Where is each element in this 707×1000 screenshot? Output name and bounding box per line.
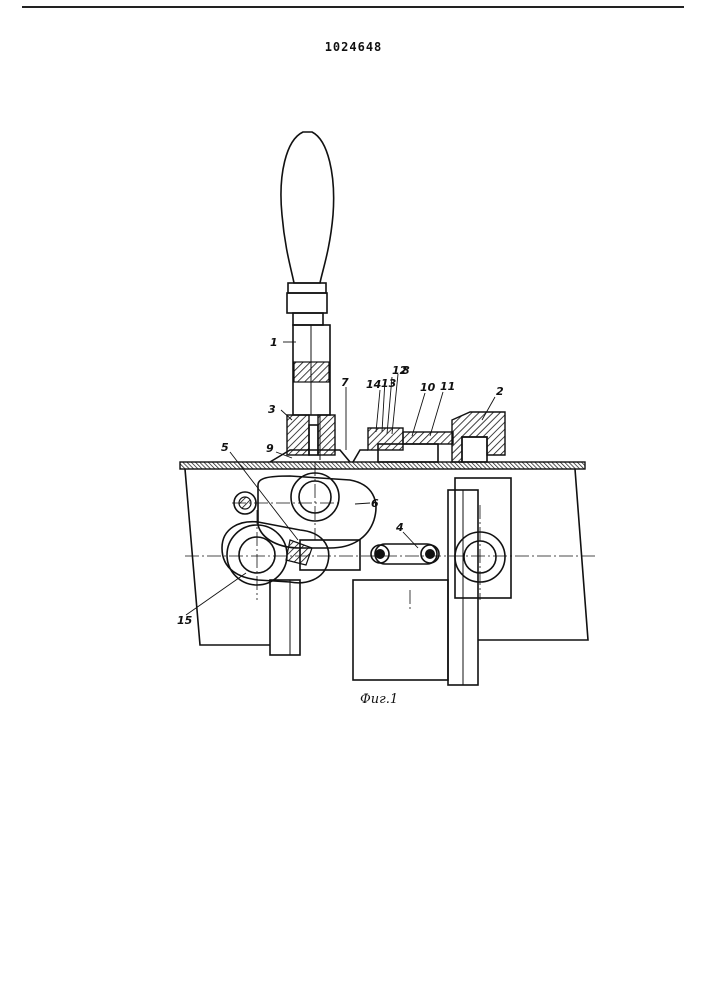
seal-assembly — [353, 428, 453, 462]
callout-15: 15 — [177, 614, 193, 627]
handle-knob — [281, 132, 334, 325]
callout-5: 5 — [221, 441, 229, 454]
center-lines — [185, 462, 598, 610]
callout-4: 4 — [395, 521, 404, 534]
callout-10: 10 — [420, 381, 436, 394]
connecting-rod-part-4 — [371, 544, 439, 564]
callout-1: 1 — [270, 336, 278, 349]
figure-caption: Фиг.1 — [360, 692, 398, 707]
cap-block-part-2 — [452, 412, 505, 462]
callout-3: 3 — [268, 403, 276, 416]
callout-9: 9 — [266, 442, 274, 455]
callout-6: 6 — [371, 497, 379, 510]
callout-2: 2 — [496, 385, 504, 398]
callout-14: 14 — [366, 378, 381, 391]
callout-13: 13 — [381, 377, 397, 390]
callout-8-upper: 8 — [402, 364, 410, 377]
callout-7: 7 — [341, 376, 349, 389]
callout-11: 11 — [440, 380, 455, 393]
bushing-part-3 — [287, 415, 335, 455]
